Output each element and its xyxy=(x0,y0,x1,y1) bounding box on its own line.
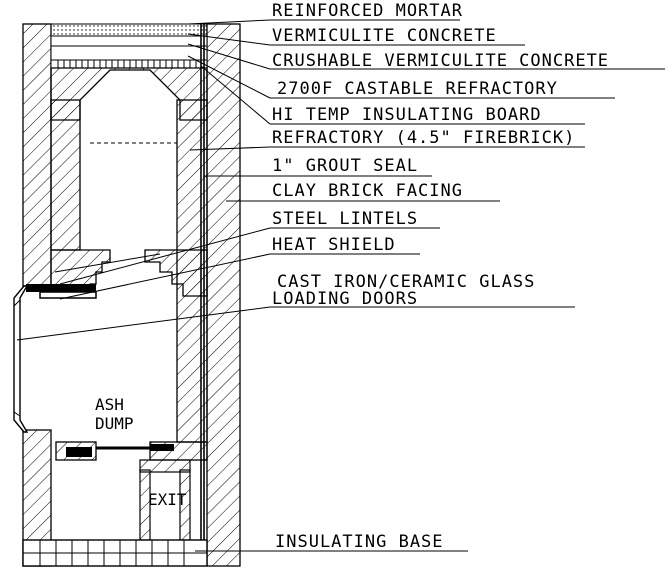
label-insulating-base: INSULATING BASE xyxy=(275,532,444,552)
label-castable-refractory: 2700F CASTABLE REFRACTORY xyxy=(277,79,558,99)
left-brick-facing xyxy=(22,23,52,287)
label-grout-seal: 1" GROUT SEAL xyxy=(272,156,418,176)
label-vermiculite-concrete: VERMICULITE CONCRETE xyxy=(272,26,497,46)
ash-dump-frame xyxy=(66,447,92,457)
label-loading-doors: LOADING DOORS xyxy=(272,289,418,309)
right-step-baffle xyxy=(144,249,208,297)
label-firebrick: REFRACTORY (4.5" FIREBRICK) xyxy=(272,128,575,148)
heat-shield xyxy=(39,291,97,299)
crushable-vermiculite-layer xyxy=(50,45,208,61)
loading-door xyxy=(13,285,29,433)
steel-lintel xyxy=(26,284,96,292)
reinforced-mortar-layer xyxy=(50,23,208,37)
label-cast-iron-ceramic-glass: CAST IRON/CERAMIC GLASS xyxy=(277,272,535,292)
insulating-base-blocks xyxy=(23,540,207,566)
label-insulating-board: HI TEMP INSULATING BOARD xyxy=(272,105,542,125)
label-exit: EXIT xyxy=(148,490,187,509)
left-firebrick-wall xyxy=(50,99,81,251)
leader-lines xyxy=(16,19,665,552)
label-heat-shield: HEAT SHIELD xyxy=(272,235,396,255)
label-steel-lintels: STEEL LINTELS xyxy=(272,209,418,229)
right-brick-facing xyxy=(206,23,241,567)
label-crushable-vermiculite-concrete: CRUSHABLE VERMICULITE CONCRETE xyxy=(272,51,609,71)
label-clay-brick-facing: CLAY BRICK FACING xyxy=(272,181,463,201)
exit-duct-top xyxy=(139,459,191,473)
vermiculite-concrete-layer xyxy=(50,35,208,47)
ash-dump-frame-right xyxy=(150,444,174,451)
label-ash: ASH xyxy=(95,395,124,414)
lintel-slope-line xyxy=(54,253,161,273)
label-dump: DUMP xyxy=(95,414,134,433)
label-reinforced-mortar: REINFORCED MORTAR xyxy=(272,1,463,21)
castable-refractory-ticks xyxy=(57,60,197,68)
